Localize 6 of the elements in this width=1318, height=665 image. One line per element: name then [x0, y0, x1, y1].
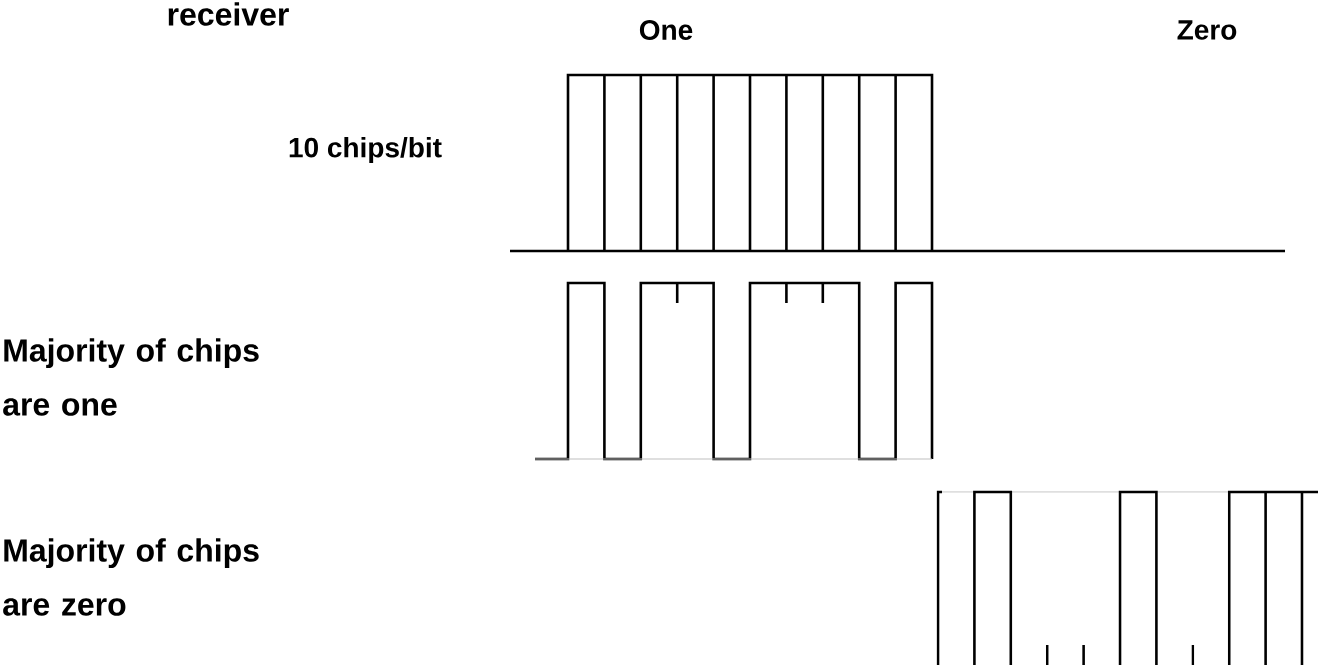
- text-label: One: [639, 20, 693, 40]
- text-label: Majority of chips are one: [3, 338, 259, 416]
- text-label: Majority of chips are zero: [3, 538, 259, 616]
- text-label: receiver: [168, 2, 289, 26]
- text-label: 10 chips/bit: [289, 136, 442, 164]
- text-label: Zero: [1177, 20, 1237, 40]
